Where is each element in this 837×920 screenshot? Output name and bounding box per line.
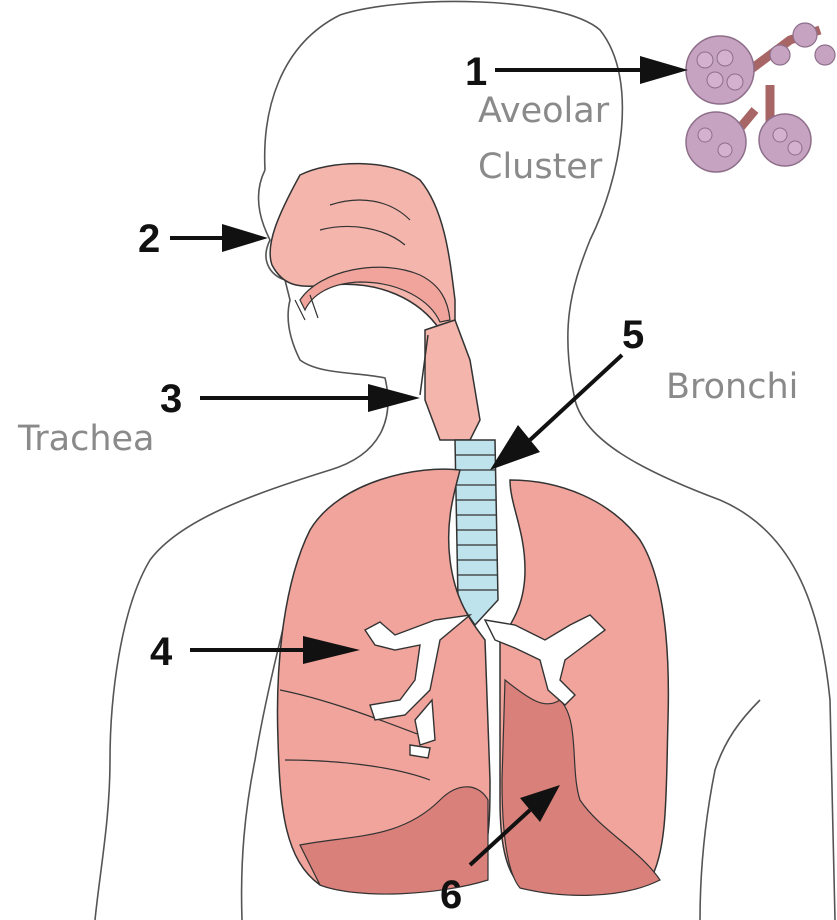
marker-1: 1 xyxy=(465,50,487,94)
larynx xyxy=(420,320,480,440)
marker-3: 3 xyxy=(160,377,182,421)
marker-4: 4 xyxy=(150,630,173,674)
arrow-2 xyxy=(170,224,268,252)
arrow-5 xyxy=(490,355,622,470)
marker-2: 2 xyxy=(138,217,160,261)
label-cluster: Cluster xyxy=(478,147,603,187)
nasal-cavity xyxy=(270,164,455,335)
alveolar-cluster xyxy=(686,23,835,172)
label-aveolar: Aveolar xyxy=(478,91,610,131)
arrow-1 xyxy=(495,56,688,84)
left-lung xyxy=(500,480,668,895)
marker-6: 6 xyxy=(440,873,462,917)
marker-5: 5 xyxy=(622,313,644,357)
label-bronchi: Bronchi xyxy=(666,367,798,407)
label-trachea: Trachea xyxy=(17,419,154,459)
